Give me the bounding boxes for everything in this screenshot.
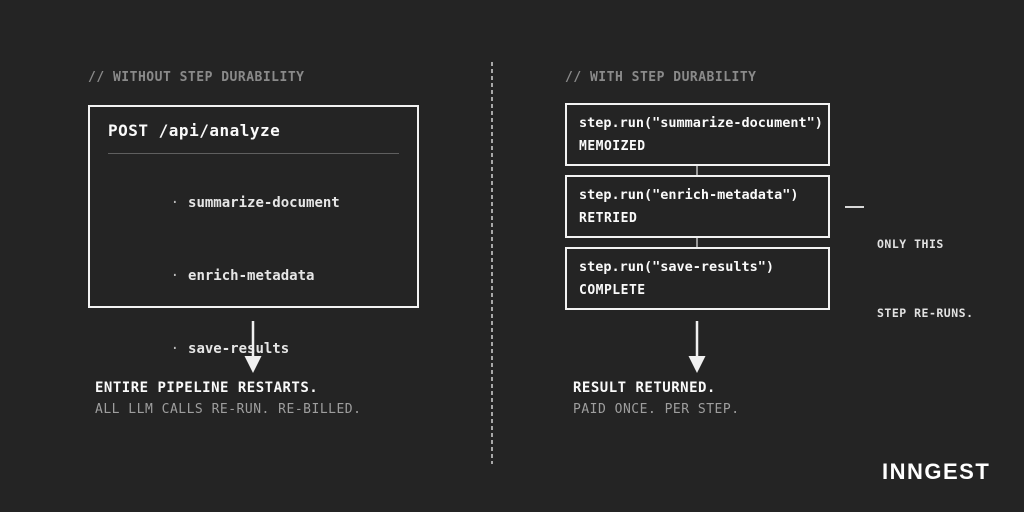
left-section-header: // WITHOUT STEP DURABILITY (88, 70, 305, 85)
bullet-icon: · (170, 268, 180, 284)
callout-line-1: ONLY THIS (877, 237, 944, 251)
task-label: enrich-metadata (188, 268, 315, 284)
callout-annotation: ONLY THIS STEP RE-RUNS. (877, 187, 974, 371)
step-code: step.run("save-results") (579, 259, 775, 275)
step-status: COMPLETE (579, 283, 646, 298)
right-result-title: RESULT RETURNED. (573, 380, 716, 396)
step-box-summarize: step.run("summarize-document") MEMOIZED (565, 103, 830, 166)
callout-dash-line (845, 206, 864, 208)
divider-line (108, 153, 399, 154)
step-box-enrich: step.run("enrich-metadata") RETRIED (565, 175, 830, 238)
step-connector-line (696, 166, 698, 175)
api-request-box: POST /api/analyze · summarize-document · e… (88, 105, 419, 357)
right-section-header: // WITH STEP DURABILITY (565, 70, 757, 85)
step-status: RETRIED (579, 211, 638, 226)
step-code: step.run("summarize-document") (579, 115, 823, 131)
right-result-subtitle: PAID ONCE. PER STEP. (573, 402, 740, 417)
task-label: save-results (188, 341, 290, 357)
inngest-logo: INNGEST (882, 459, 991, 484)
down-arrow-icon (244, 321, 262, 373)
step-code: step.run("enrich-metadata") (579, 187, 799, 203)
pipeline-task-item: · enrich-metadata (108, 252, 399, 300)
step-status: MEMOIZED (579, 139, 646, 154)
bullet-icon: · (170, 195, 180, 211)
pipeline-task-item: · summarize-document (108, 179, 399, 227)
step-connector-line (696, 238, 698, 247)
bullet-icon: · (170, 341, 180, 357)
left-result-title: ENTIRE PIPELINE RESTARTS. (95, 380, 319, 396)
callout-line-2: STEP RE-RUNS. (877, 306, 974, 320)
task-label: summarize-document (188, 195, 340, 211)
center-dotted-divider (491, 62, 493, 464)
pipeline-task-item: · save-results (108, 325, 399, 373)
api-endpoint-title: POST /api/analyze (108, 121, 281, 140)
step-box-save: step.run("save-results") COMPLETE (565, 247, 830, 310)
left-result-subtitle: ALL LLM CALLS RE-RUN. RE-BILLED. (95, 402, 362, 417)
down-arrow-icon (688, 321, 706, 373)
